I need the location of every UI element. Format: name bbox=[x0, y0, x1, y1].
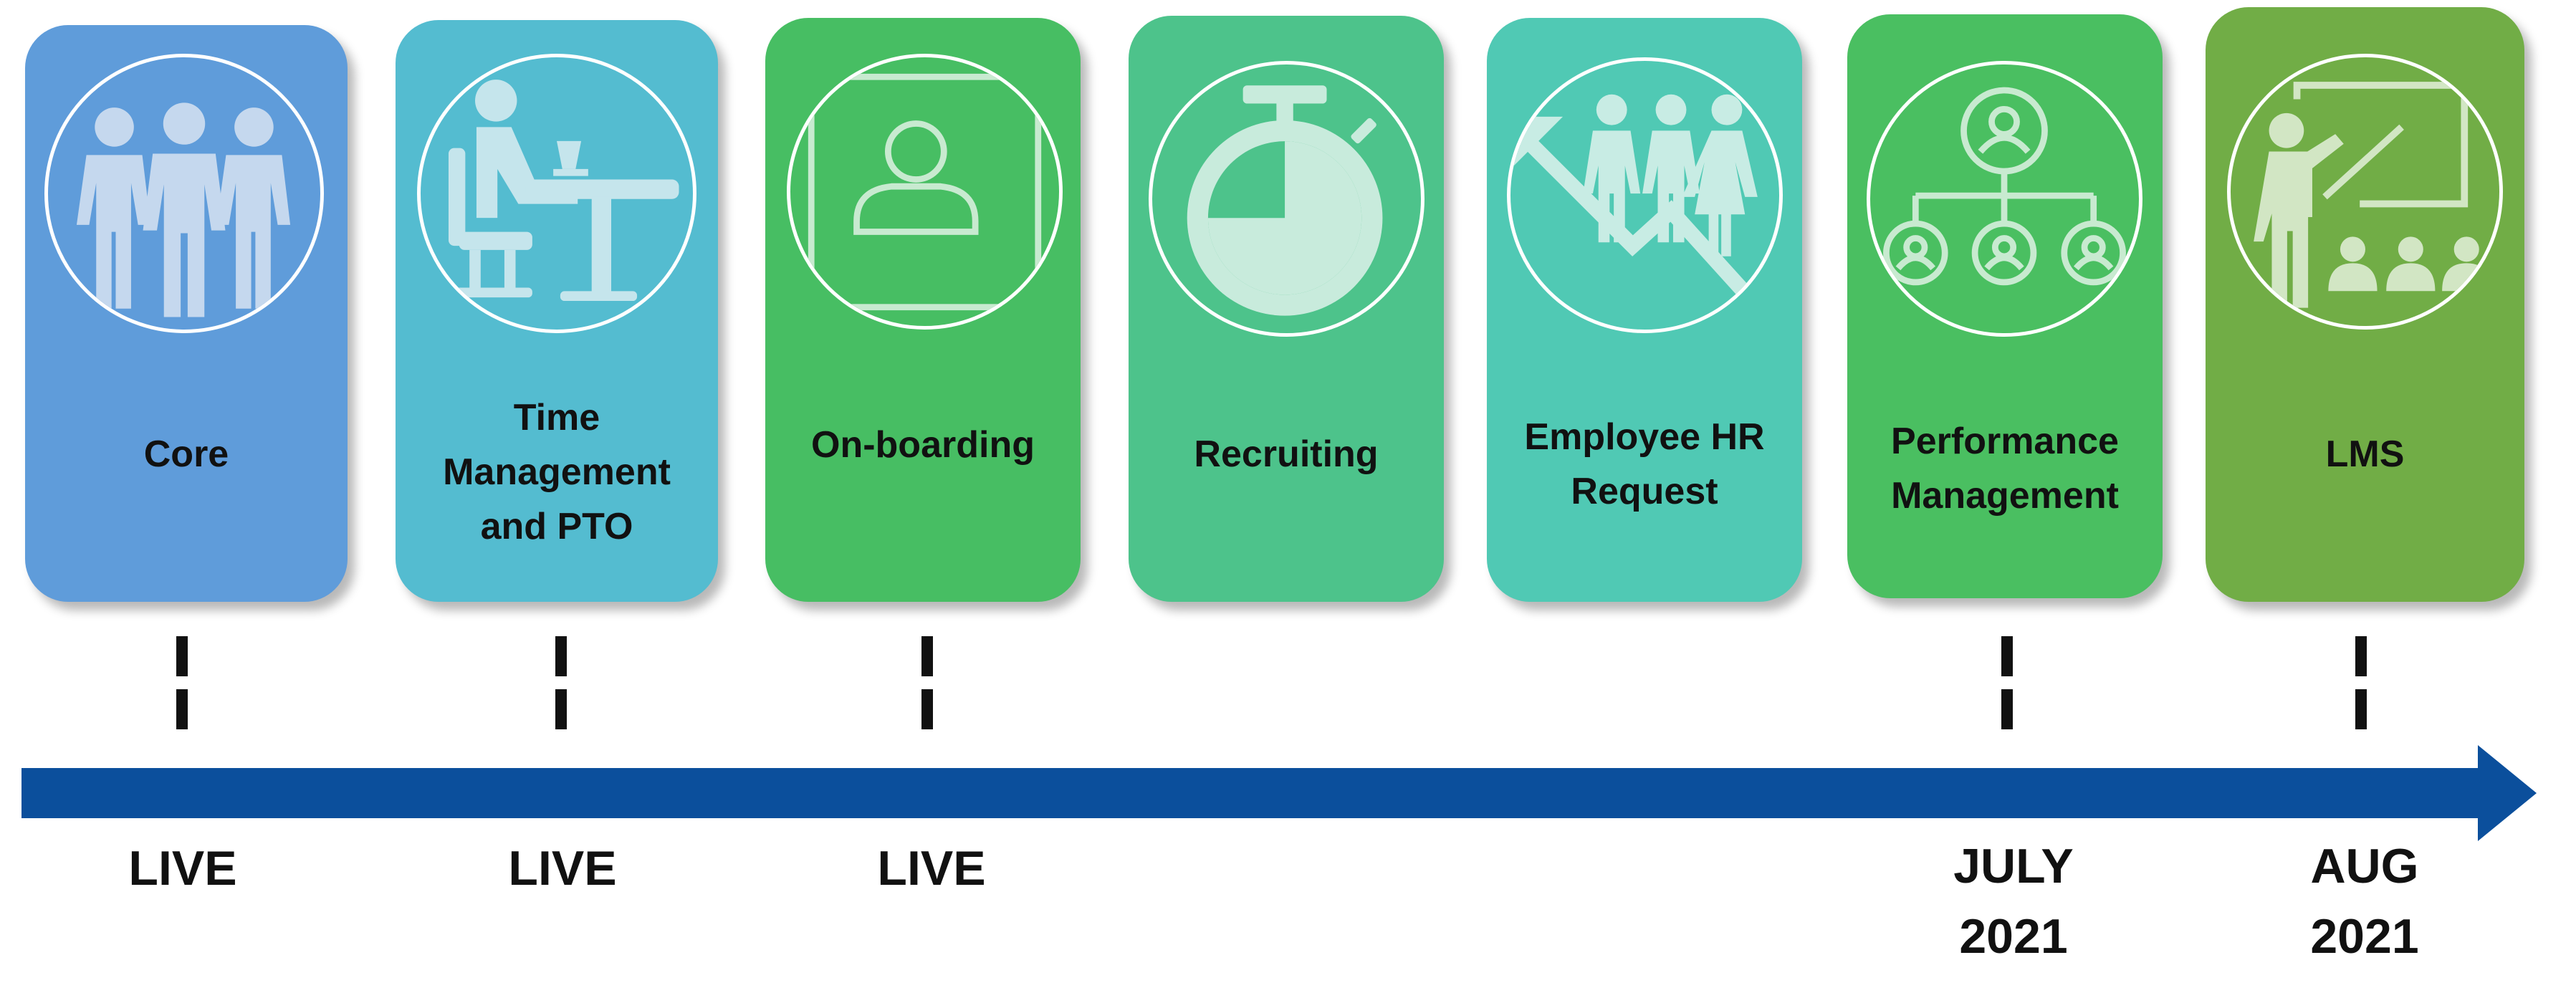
milestone-tick-performance-management bbox=[2001, 636, 2013, 729]
module-label-lms: LMS bbox=[2325, 433, 2405, 475]
milestone-tick-core bbox=[176, 636, 188, 729]
status-label-time-management: LIVE bbox=[508, 841, 617, 896]
status-label-onboarding: LIVE bbox=[877, 841, 986, 896]
status-label-lms: AUG 2021 bbox=[2310, 839, 2419, 964]
module-label-employee-hr-request: Employee HR Request bbox=[1524, 416, 1765, 512]
status-label-core: LIVE bbox=[128, 841, 237, 896]
module-label-time-management: Time Management and PTO bbox=[443, 397, 671, 547]
teacher-presentation-icon bbox=[2227, 54, 2503, 330]
module-label-performance-management: Performance Management bbox=[1891, 421, 2119, 517]
user-profile-frame-icon bbox=[787, 54, 1063, 330]
status-label-performance-management: JULY 2021 bbox=[1953, 839, 2074, 964]
milestone-tick-lms bbox=[2355, 636, 2367, 729]
stopwatch-icon bbox=[1149, 61, 1425, 337]
people-trend-arrow-icon bbox=[1507, 57, 1783, 333]
milestone-tick-onboarding bbox=[921, 636, 933, 729]
milestone-tick-time-management bbox=[555, 636, 567, 729]
module-label-recruiting: Recruiting bbox=[1194, 433, 1379, 475]
org-chart-icon bbox=[1867, 61, 2142, 337]
module-label-core: Core bbox=[143, 433, 229, 475]
person-at-desk-icon bbox=[417, 54, 696, 333]
people-group-icon bbox=[44, 54, 324, 333]
module-label-onboarding: On-boarding bbox=[811, 424, 1035, 466]
